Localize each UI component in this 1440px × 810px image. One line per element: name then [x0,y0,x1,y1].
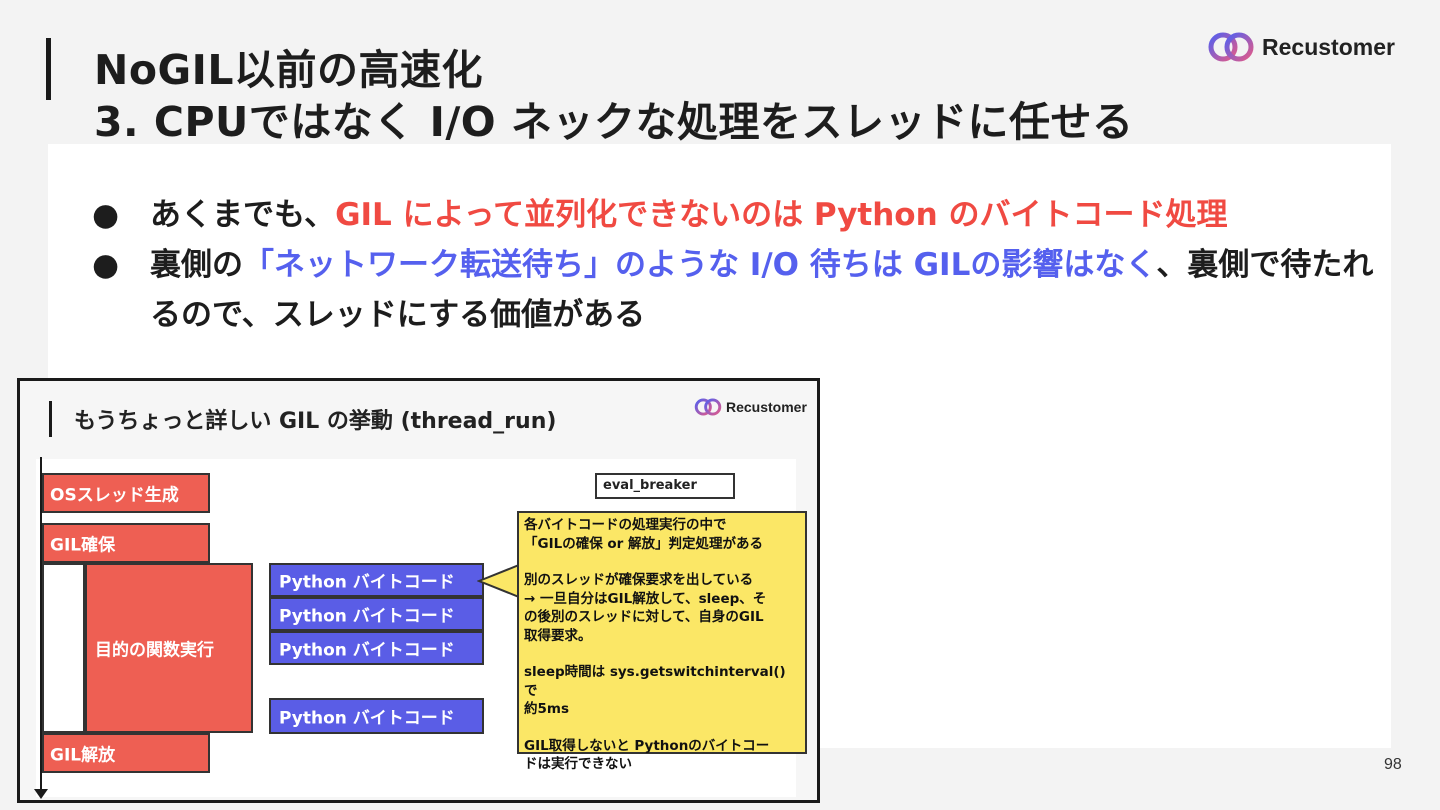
note-line: → 一旦自分はGIL解放して、sleep、そ [524,590,767,607]
note-line: の後別のスレッドに対して、自身のGIL [524,609,764,625]
bullet-item-1: ● あくまでも、GIL によって並列化できないのは Python のバイトコード… [92,190,1382,240]
idle-strip [42,563,85,733]
eval-breaker-label: eval_breaker [595,473,735,499]
timeline-axis [40,457,42,797]
note-line: ドは実行できない [524,756,632,772]
recustomer-logo: Recustomer [1208,30,1395,64]
embedded-slide-screenshot: もうちょっと詳しい GIL の挙動 (thread_run) Recustome… [17,378,820,803]
inner-logo-text: Recustomer [726,399,807,415]
python-bytecode-box-4: Python バイトコード [269,698,484,734]
bullet2-text-2: 「ネットワーク転送待ち」 [243,247,615,283]
bullet2-text-3: のような [615,247,739,283]
recustomer-logo-icon [694,398,722,416]
python-bytecode-box-2: Python バイトコード [269,597,484,631]
recustomer-logo-icon [1208,32,1254,62]
target-function-box: 目的の関数実行 [85,563,253,733]
callout-pointer [477,563,520,599]
os-thread-create-box: OSスレッド生成 [42,473,210,513]
bullet2-text-4: I/O 待ちは GILの影響はなく [749,247,1157,283]
bullet2-text-5: 、裏側で待たれるので、スレッドにする価値がある [150,247,1374,333]
note-line: sleep時間は sys.getswitchinterval() で [524,664,786,699]
python-bytecode-box-3: Python バイトコード [269,631,484,665]
bullet-item-2: ● 裏側の「ネットワーク転送待ち」のような I/O 待ちは GILの影響はなく、… [92,240,1382,340]
gil-acquire-box: GIL確保 [42,523,210,563]
note-line: 各バイトコードの処理実行の中で [524,517,727,533]
bullet2-text-1: 裏側の [150,247,243,283]
bullet-dot: ● [92,247,120,283]
inner-slide-title: もうちょっと詳しい GIL の挙動 (thread_run) [74,409,557,434]
note-line: GIL取得しないと Pythonのバイトコー [524,737,770,754]
bullet-list: ● あくまでも、GIL によって並列化できないのは Python のバイトコード… [92,190,1382,340]
bullet1-text-highlight: GIL によって並列化できないのは Python のバイトコード処理 [335,197,1228,233]
slide-title-line1: NoGIL以前の高速化 [94,46,484,94]
note-line: 「GILの確保 or 解放」判定処理がある [524,535,764,552]
note-line: 約5ms [524,701,569,717]
timeline-arrow-icon [34,789,48,799]
gil-release-box: GIL解放 [42,733,210,773]
bullet1-text-plain: あくまでも、 [150,197,336,233]
title-accent-bar [46,38,51,100]
python-bytecode-box-1: Python バイトコード [269,563,484,597]
slide-title-line2: 3. CPUではなく I/O ネックな処理をスレッドに任せる [94,98,1134,146]
inner-title-accent-bar [49,401,52,437]
inner-recustomer-logo: Recustomer [694,397,807,417]
bullet-dot: ● [92,197,120,233]
slide-title: NoGIL以前の高速化 3. CPUではなく I/O ネックな処理をスレッドに任… [94,44,1133,148]
note-line: 取得要求。 [524,627,592,644]
note-line: 別のスレッドが確保要求を出している [524,572,754,588]
page-number: 98 [1384,756,1402,773]
logo-text: Recustomer [1262,33,1395,60]
callout-note: 各バイトコードの処理実行の中で 「GILの確保 or 解放」判定処理がある 別の… [517,511,807,772]
